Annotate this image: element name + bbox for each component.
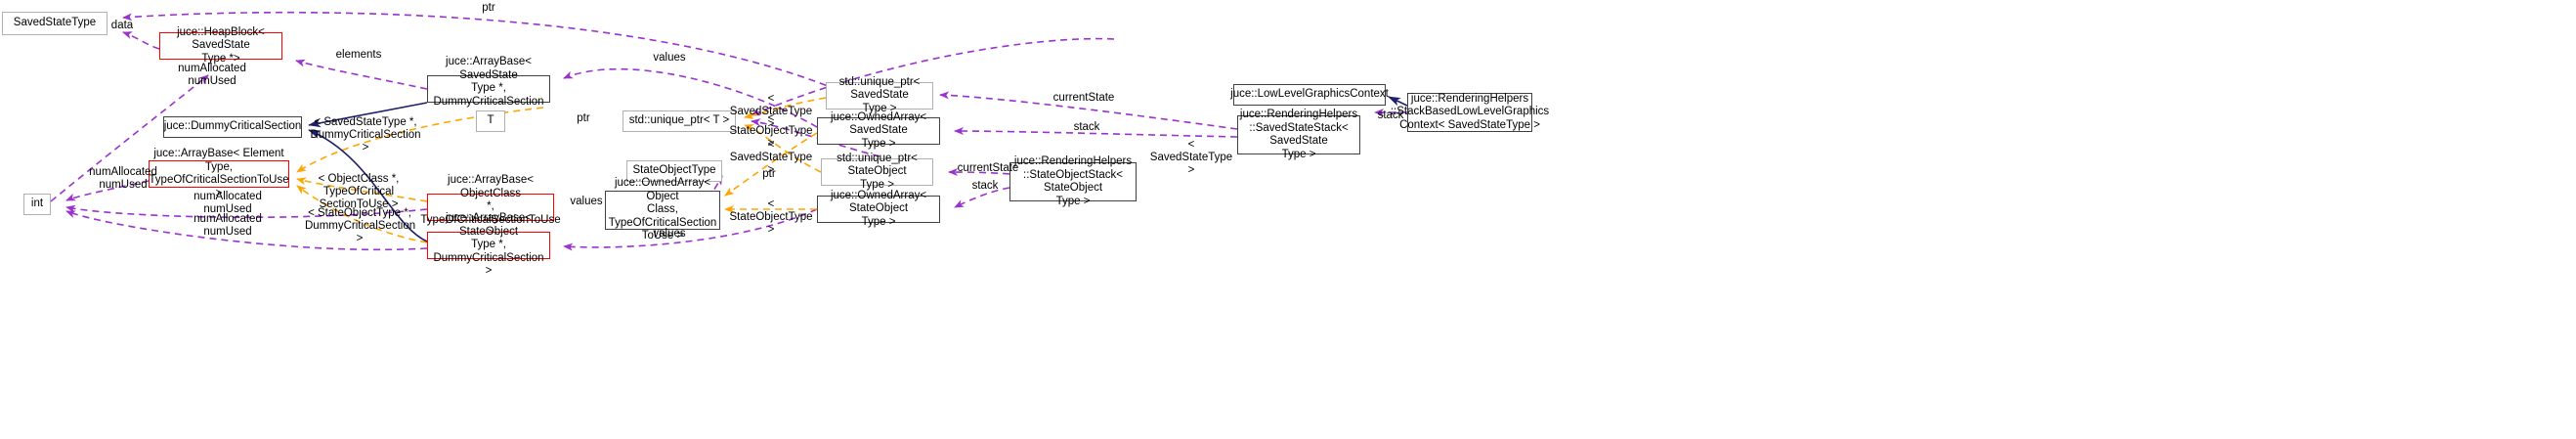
edge-label-currentstate-mid: currentState <box>957 162 1019 174</box>
edge-label-stateobjecttype-template-2: < StateObjectType > <box>729 198 813 236</box>
node-std-unique-ptr-stateobjecttype[interactable]: std::unique_ptr< StateObject Type > <box>821 153 933 191</box>
edge-label-objectclass-template: < ObjectClass *, TypeOfCritical SectionT… <box>318 173 400 210</box>
node-juce-ownedarray-stateobjecttype[interactable]: juce::OwnedArray< StateObject Type > <box>817 190 940 228</box>
edge-label-numallocated-arraybase-2: numAllocated numUsed <box>193 213 262 238</box>
node-juce-renderinghelpers-stackbasedlowlevelgraphicscontext[interactable]: juce::RenderingHelpers ::StackBasedLowLe… <box>1390 92 1550 132</box>
edge-label-elements: elements <box>335 49 382 61</box>
edge-label-stack-right: stack <box>1377 110 1404 121</box>
edge-label-savedstatetype-template-3: < SavedStateType > <box>1149 139 1233 176</box>
node-stateobjecttype[interactable]: StateObjectType <box>626 160 722 182</box>
node-juce-dummycriticalsection[interactable]: juce::DummyCriticalSection <box>163 116 302 138</box>
edge-label-currentstate-top: currentState <box>1052 92 1115 104</box>
edge-label-ptr-mid: ptr <box>577 112 590 124</box>
node-int[interactable]: int <box>23 194 51 215</box>
node-t[interactable]: T <box>476 110 505 132</box>
edge-label-stack-top: stack <box>1073 121 1100 133</box>
node-juce-ownedarray-objectclass[interactable]: juce::OwnedArray< Object Class, TypeOfCr… <box>605 177 720 241</box>
edge-label-ptr-stateobject: ptr <box>762 168 776 180</box>
edge-label-stateobjecttype-dummycriticalsection: < StateObjectType *, DummyCriticalSectio… <box>305 207 416 244</box>
node-juce-heapblock-savedstatetype[interactable]: juce::HeapBlock< SavedState Type *> <box>159 26 282 65</box>
node-juce-ownedarray-savedstatetype[interactable]: juce::OwnedArray< SavedState Type > <box>817 111 940 150</box>
edge-label-values-top: values <box>653 52 686 64</box>
edge-label-numallocated-int-1: numAllocated numUsed <box>89 166 157 191</box>
node-juce-renderinghelpers-savedstatestack[interactable]: juce::RenderingHelpers ::SavedStateStack… <box>1237 109 1360 160</box>
edge-label-values-bottom: values <box>653 228 686 240</box>
edge-label-numallocated-heapblock: numAllocated numUsed <box>178 63 246 87</box>
node-juce-arraybase-stateobjecttype[interactable]: juce::ArrayBase< StateObject Type *, Dum… <box>427 212 550 277</box>
node-juce-lowlevelgraphicscontext[interactable]: juce::LowLevelGraphicsContext <box>1230 84 1389 106</box>
node-juce-renderinghelpers-stateobjectstack[interactable]: juce::RenderingHelpers ::StateObjectStac… <box>1009 155 1137 207</box>
edge-label-data: data <box>110 20 134 31</box>
node-std-unique-ptr-t[interactable]: std::unique_ptr< T > <box>623 110 736 132</box>
edge-label-stack-mid: stack <box>971 180 999 192</box>
node-savedstatetype[interactable]: SavedStateType <box>2 12 107 35</box>
edge-label-savedstatetype-dummycriticalsection: < SavedStateType *, DummyCriticalSection… <box>310 116 421 154</box>
edge-label-values-mid: values <box>570 196 603 207</box>
node-std-unique-ptr-savedstatetype[interactable]: std::unique_ptr< SavedState Type > <box>826 76 933 114</box>
edge-label-ptr-top: ptr <box>482 2 495 14</box>
node-juce-arraybase-elementtype[interactable]: juce::ArrayBase< Element Type, TypeOfCri… <box>149 148 289 199</box>
node-juce-arraybase-savedstatetype[interactable]: juce::ArrayBase< SavedState Type *, Dumm… <box>427 56 550 120</box>
